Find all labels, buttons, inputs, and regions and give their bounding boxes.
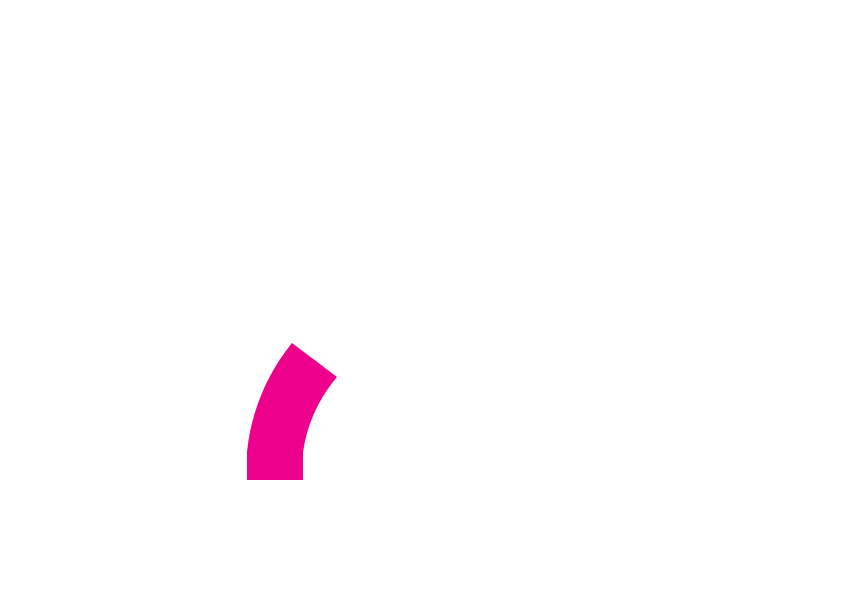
magenta-arc-segment bbox=[247, 343, 337, 480]
